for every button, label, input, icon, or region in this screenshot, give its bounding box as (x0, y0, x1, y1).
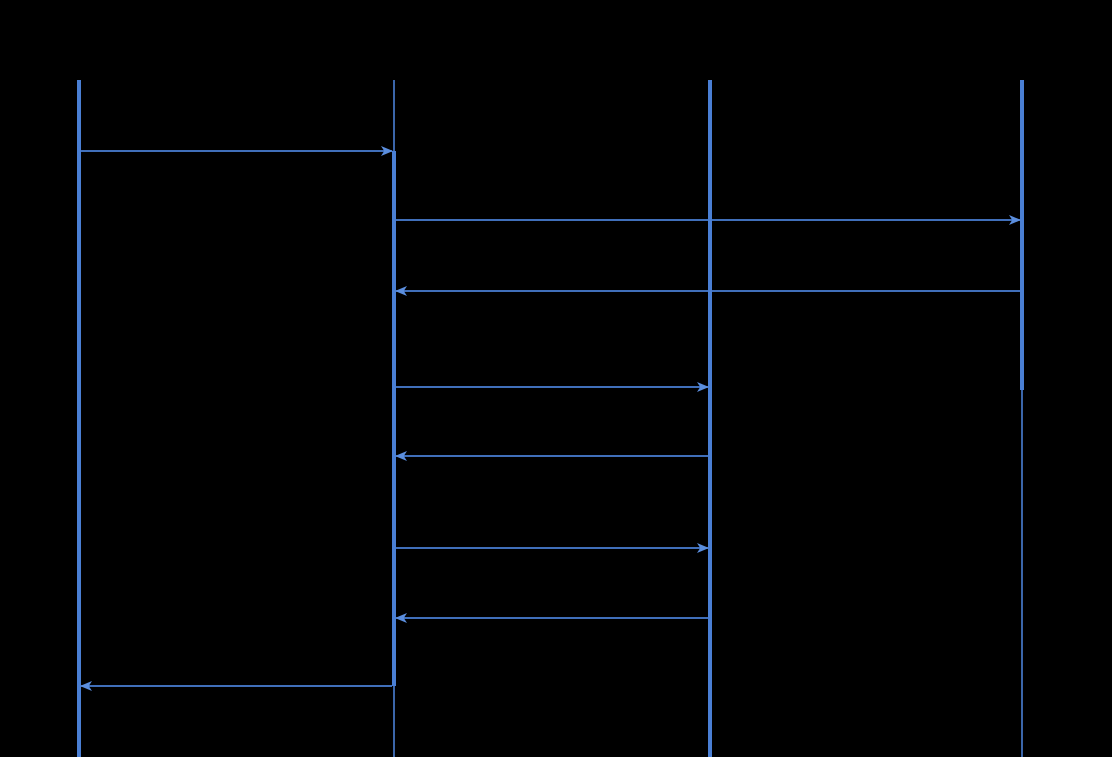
lifelines-layer (78, 80, 1023, 757)
messages-layer (80, 146, 1021, 691)
activations-layer (77, 80, 1024, 757)
